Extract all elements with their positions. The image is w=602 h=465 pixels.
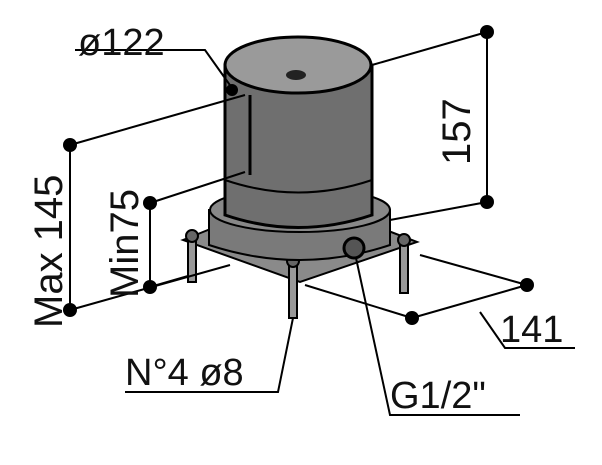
anchors-label: N°4 ø8 bbox=[125, 352, 244, 394]
height-157-label: 157 bbox=[435, 98, 479, 165]
min-height-label: Min75 bbox=[103, 189, 147, 298]
max-height-label: Max 145 bbox=[27, 175, 71, 328]
base-width-label: 141 bbox=[500, 309, 563, 351]
product-illustration bbox=[180, 35, 420, 319]
connection-label: G1/2" bbox=[390, 375, 486, 417]
diameter-label: ø122 bbox=[78, 22, 165, 64]
dimension-lines bbox=[63, 25, 575, 416]
